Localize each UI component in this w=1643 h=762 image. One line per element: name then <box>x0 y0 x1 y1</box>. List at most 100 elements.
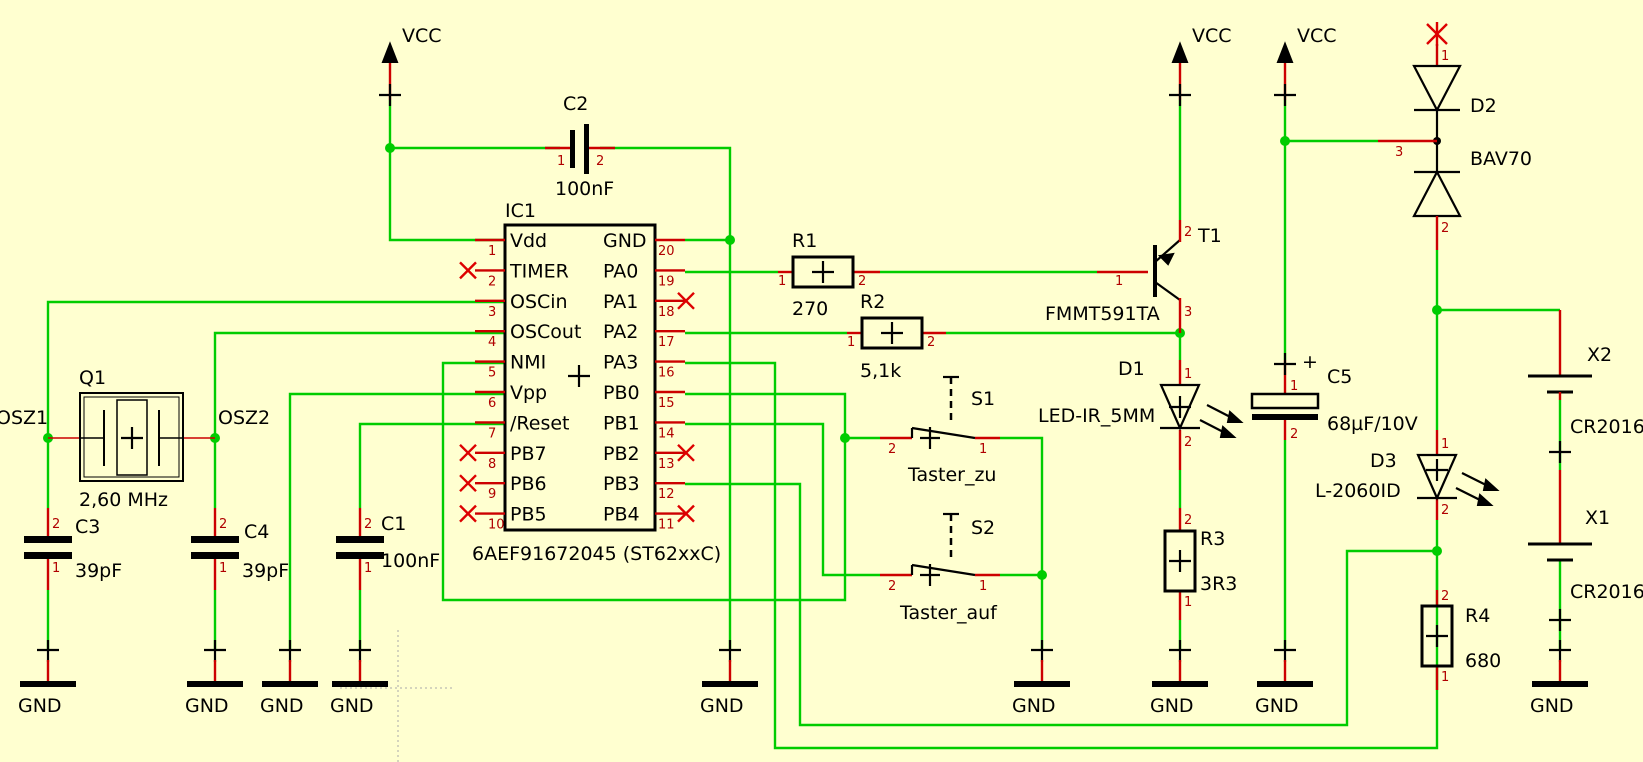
svg-text:16: 16 <box>658 366 675 381</box>
svg-text:GND: GND <box>1012 695 1056 717</box>
svg-text:12: 12 <box>658 487 675 502</box>
svg-text:1: 1 <box>364 561 372 576</box>
vcc-symbol: VCC <box>1274 25 1337 106</box>
svg-text:Vdd: Vdd <box>510 230 547 252</box>
svg-text:PB3: PB3 <box>603 473 640 495</box>
ic1-value: 6AEF91672045 (ST62xxC) <box>472 543 721 565</box>
svg-text:PB5: PB5 <box>510 504 547 526</box>
svg-text:8: 8 <box>488 457 496 472</box>
svg-text:2: 2 <box>1441 221 1449 236</box>
svg-text:20: 20 <box>658 244 675 259</box>
svg-text:6: 6 <box>488 396 496 411</box>
svg-text:D3: D3 <box>1370 450 1397 472</box>
svg-text:GND: GND <box>260 695 304 717</box>
svg-text:2: 2 <box>1184 225 1192 240</box>
svg-text:GND: GND <box>603 230 647 252</box>
d1: 1 2 D1 LED-IR_5MM <box>1038 358 1244 470</box>
svg-text:+: + <box>1302 351 1318 373</box>
svg-text:C3: C3 <box>75 516 100 538</box>
svg-text:3: 3 <box>1184 305 1192 320</box>
svg-text:13: 13 <box>658 457 675 472</box>
svg-text:1: 1 <box>52 561 60 576</box>
svg-text:2: 2 <box>52 517 60 532</box>
svg-text:5,1k: 5,1k <box>860 360 901 382</box>
svg-text:GND: GND <box>1530 695 1574 717</box>
svg-text:C4: C4 <box>244 521 269 543</box>
ic1-pin-13: 13 PB2 <box>603 443 695 472</box>
svg-text:2: 2 <box>596 154 604 169</box>
ic1-pin-3: 3 OSCin <box>475 291 568 320</box>
svg-text:39pF: 39pF <box>75 560 122 582</box>
svg-text:1: 1 <box>557 154 565 169</box>
c2: 1 2 C2 100nF <box>545 93 615 200</box>
ic1-pin-10: 10 PB5 <box>459 504 547 533</box>
svg-text:X2: X2 <box>1587 344 1612 366</box>
svg-text:680: 680 <box>1465 650 1501 672</box>
d2: 1 3 2 D2 BAV70 <box>1378 22 1532 250</box>
ic1-pin-12: 12 PB3 <box>603 473 685 502</box>
svg-text:1: 1 <box>1184 367 1192 382</box>
svg-text:NMI: NMI <box>510 352 546 374</box>
vcc-symbol: VCC <box>1169 25 1232 106</box>
x2: X2 CR2016 <box>1528 310 1643 463</box>
svg-text:FMMT591TA: FMMT591TA <box>1045 303 1160 325</box>
svg-text:2: 2 <box>1184 513 1192 528</box>
svg-text:2: 2 <box>488 274 496 289</box>
gnd-symbol: GND <box>700 640 758 717</box>
r4: 2 1 R4 680 <box>1420 589 1501 690</box>
gnd-symbol: GND <box>1012 640 1070 717</box>
svg-text:14: 14 <box>658 426 675 441</box>
svg-text:2,60 MHz: 2,60 MHz <box>79 489 168 511</box>
junctions <box>43 136 1442 580</box>
svg-text:15: 15 <box>658 396 675 411</box>
svg-text:3: 3 <box>488 305 496 320</box>
svg-text:OSZ2: OSZ2 <box>218 407 270 429</box>
q1: Q1 2,60 MHz OSZ1 OSZ2 <box>0 367 270 511</box>
svg-text:1: 1 <box>1290 379 1298 394</box>
svg-text:1: 1 <box>979 442 987 457</box>
svg-text:GND: GND <box>1255 695 1299 717</box>
svg-text:1: 1 <box>1184 595 1192 610</box>
svg-text:GND: GND <box>18 695 62 717</box>
svg-text:3R3: 3R3 <box>1200 573 1237 595</box>
gnd-symbol: GND <box>1150 640 1208 717</box>
ic1-pin-7: 7/Reset <box>475 412 569 441</box>
svg-text:1: 1 <box>1441 437 1449 452</box>
svg-text:3: 3 <box>1395 145 1403 160</box>
svg-text:L-2060ID: L-2060ID <box>1315 480 1401 502</box>
svg-text:PA3: PA3 <box>603 352 638 374</box>
t1: 2 1 3 T1 FMMT591TA <box>1045 220 1222 333</box>
s1: 2 1 S1 Taster_zu <box>880 375 1000 486</box>
svg-text:1: 1 <box>1115 274 1123 289</box>
svg-text:10: 10 <box>488 518 505 533</box>
svg-text:100nF: 100nF <box>381 550 440 572</box>
svg-text:C5: C5 <box>1327 366 1352 388</box>
c3: 2 1 C3 39pF <box>24 508 122 590</box>
svg-text:PB4: PB4 <box>603 504 640 526</box>
svg-text:PA2: PA2 <box>603 321 638 343</box>
svg-text:1: 1 <box>488 244 496 259</box>
svg-text:1: 1 <box>1441 670 1449 685</box>
svg-text:PB2: PB2 <box>603 443 640 465</box>
svg-text:D2: D2 <box>1470 95 1497 117</box>
svg-text:1: 1 <box>1441 49 1449 64</box>
svg-text:VCC: VCC <box>1192 25 1232 47</box>
r3: 2 1 R3 3R3 <box>1163 508 1237 620</box>
svg-text:CR2016: CR2016 <box>1570 581 1643 603</box>
svg-text:R3: R3 <box>1200 528 1225 550</box>
svg-text:68µF/10V: 68µF/10V <box>1327 413 1418 435</box>
svg-text:T1: T1 <box>1197 225 1222 247</box>
svg-text:OSCin: OSCin <box>510 291 568 313</box>
r2: 1 2 R2 5,1k <box>847 291 946 382</box>
svg-text:BAV70: BAV70 <box>1470 148 1532 170</box>
